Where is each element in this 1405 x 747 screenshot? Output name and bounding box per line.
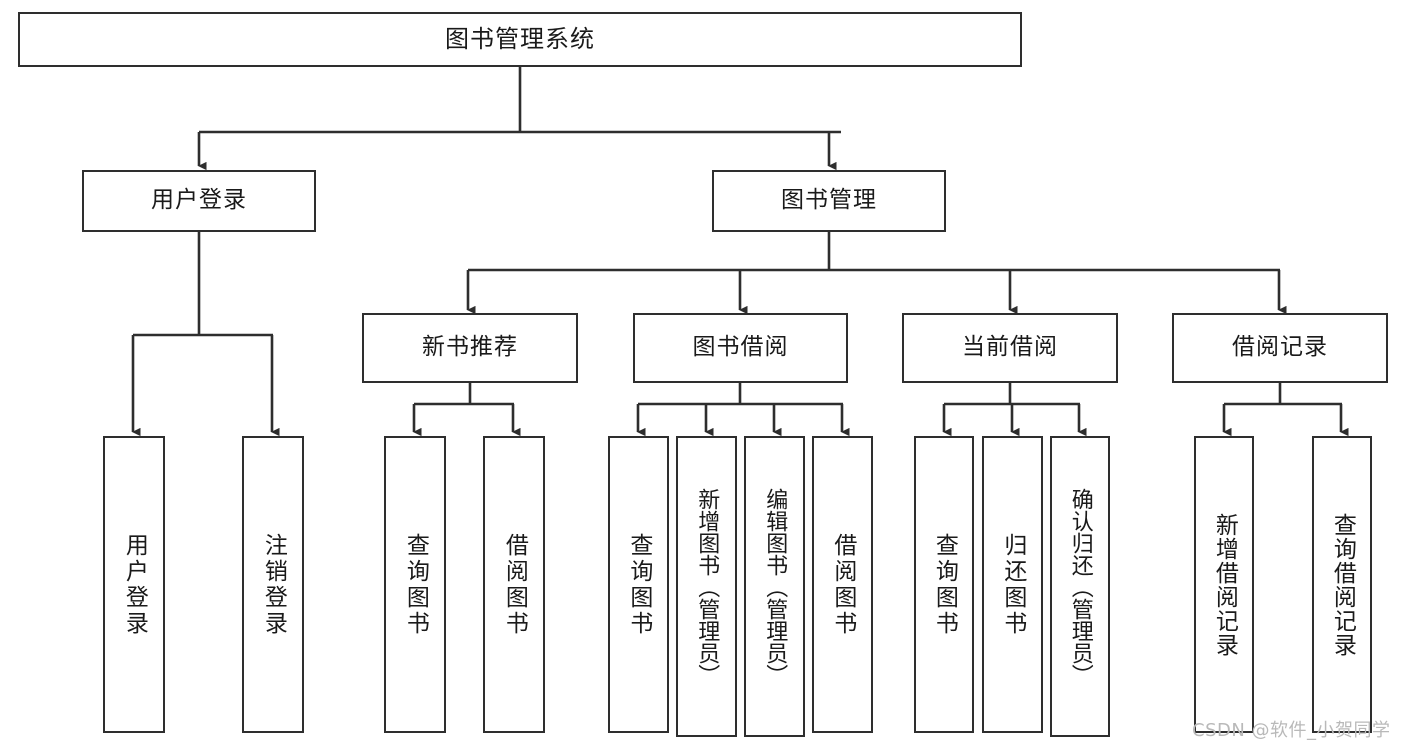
leaf-borrow-book-recommend[interactable]: 借阅图书: [483, 436, 545, 733]
leaf-user-login[interactable]: 用户登录: [103, 436, 165, 733]
leaf-add-borrow-record[interactable]: 新增借阅记录: [1194, 436, 1254, 733]
leaf-query-book-borrow[interactable]: 查询图书: [608, 436, 669, 733]
leaf-return-book[interactable]: 归还图书: [982, 436, 1043, 733]
node-label: 用户登录: [121, 532, 148, 637]
node-book-borrow[interactable]: 图书借阅: [633, 313, 848, 383]
leaf-edit-book-admin[interactable]: 编辑图书（管理员）: [744, 436, 805, 737]
node-label: 查询图书: [931, 532, 958, 637]
node-label: 编辑图书（管理员）: [762, 487, 788, 686]
leaf-confirm-return-admin[interactable]: 确认归还（管理员）: [1050, 436, 1110, 737]
node-label: 确认归还（管理员）: [1067, 487, 1093, 686]
node-label: 图书借阅: [692, 334, 789, 361]
leaf-query-book-current[interactable]: 查询图书: [914, 436, 974, 733]
node-label: 新增图书（管理员）: [694, 487, 720, 686]
node-label: 新书推荐: [422, 334, 518, 361]
node-label: 当前借阅: [962, 334, 1058, 361]
node-label: 查询借阅记录: [1329, 512, 1356, 657]
node-borrow-record[interactable]: 借阅记录: [1172, 313, 1388, 383]
node-label: 查询图书: [402, 532, 429, 637]
node-label: 借阅记录: [1232, 334, 1328, 361]
watermark-text: CSDN @软件_小贺同学: [1192, 720, 1391, 741]
node-label: 用户登录: [151, 187, 247, 214]
csdn-watermark: CSDN @软件_小贺同学: [1192, 716, 1391, 742]
leaf-borrow-book[interactable]: 借阅图书: [812, 436, 873, 733]
node-label: 注销登录: [260, 532, 287, 637]
node-user-login[interactable]: 用户登录: [82, 170, 316, 232]
leaf-user-logout[interactable]: 注销登录: [242, 436, 304, 733]
leaf-add-book-admin[interactable]: 新增图书（管理员）: [676, 436, 737, 737]
node-label: 借阅图书: [829, 532, 856, 637]
node-label: 图书管理: [781, 187, 877, 214]
leaf-query-borrow-record[interactable]: 查询借阅记录: [1312, 436, 1372, 733]
node-label: 新增借阅记录: [1211, 512, 1238, 657]
node-label: 归还图书: [999, 532, 1026, 637]
node-label: 图书管理系统: [445, 25, 595, 54]
leaf-query-book-recommend[interactable]: 查询图书: [384, 436, 446, 733]
node-current-borrow[interactable]: 当前借阅: [902, 313, 1118, 383]
node-root-system[interactable]: 图书管理系统: [18, 12, 1022, 67]
node-new-book-recommend[interactable]: 新书推荐: [362, 313, 578, 383]
node-label: 查询图书: [625, 532, 652, 637]
node-book-management[interactable]: 图书管理: [712, 170, 946, 232]
node-label: 借阅图书: [501, 532, 528, 637]
